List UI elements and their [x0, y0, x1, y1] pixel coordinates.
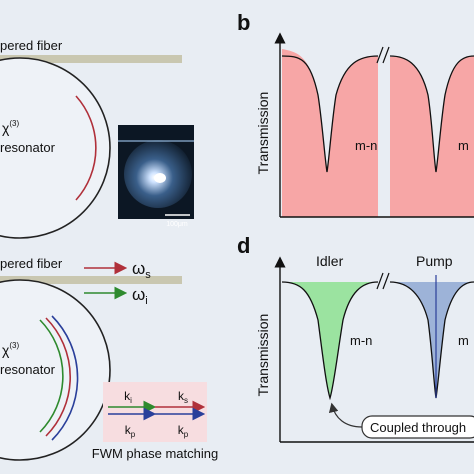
panel-d-dip2-label: m — [458, 333, 469, 348]
k-s-label: ks — [178, 389, 188, 405]
panel-b-letter: b — [237, 10, 250, 35]
panel-d-dip1-label: m-n — [350, 333, 372, 348]
mode-arc-blue — [51, 315, 79, 441]
panel-b-curve-1 — [281, 55, 379, 173]
left-bottom-panel: pered fiber ωs ωi χ(3) resonator ki ks — [0, 256, 218, 461]
panel-d: d Idler Pump Transmission m-n m Coupled … — [237, 233, 474, 443]
omega-s-label: ωs — [132, 259, 151, 281]
coupled-through-callout: Coupled through — [328, 402, 474, 439]
panel-b-fill-1 — [282, 49, 378, 217]
resonator-label-bottom: resonator — [0, 362, 56, 377]
mode-arc-red — [45, 317, 72, 437]
omega-i-label: ωi — [132, 285, 148, 307]
pump-label: Pump — [416, 253, 453, 269]
panel-d-break-2 — [382, 272, 390, 290]
tapered-fiber-top — [0, 55, 182, 63]
panel-b-curve-2 — [389, 55, 474, 173]
tapered-fiber-label-bottom: pered fiber — [0, 256, 63, 271]
panel-b-dip1-label: m-n — [355, 138, 377, 153]
idler-label: Idler — [316, 253, 344, 269]
panel-d-curve-1 — [281, 281, 379, 401]
chi3-label-bottom: χ(3) — [2, 341, 19, 358]
panel-b-break-1 — [376, 46, 384, 64]
tapered-fiber-label-top: pered fiber — [0, 38, 63, 53]
mode-arc-green — [39, 319, 64, 433]
k-p-label-right: kp — [178, 423, 189, 439]
coupled-through-label: Coupled through — [370, 420, 466, 435]
phase-matching-caption: FWM phase matching — [92, 446, 218, 461]
k-p-label-left: kp — [125, 423, 136, 439]
panel-b-ylabel: Transmission — [255, 92, 271, 175]
resonator-ring-bottom — [0, 279, 111, 461]
microresonator-photo: 100μm — [118, 125, 194, 228]
chi3-label-top: χ(3) — [2, 119, 19, 136]
panel-b: b Transmission m-n m — [237, 10, 474, 218]
k-i-label: ki — [124, 389, 132, 405]
left-top-panel: pered fiber χ(3) resonator 100μm — [0, 38, 194, 239]
resonator-label-top: resonator — [0, 140, 56, 155]
panel-d-ylabel: Transmission — [255, 314, 271, 397]
pump-fill — [390, 282, 474, 398]
mode-arc-red-top — [75, 95, 97, 201]
panel-b-break-2 — [382, 46, 390, 64]
panel-d-letter: d — [237, 233, 250, 258]
panel-b-dip2-label: m — [458, 138, 469, 153]
tapered-fiber-bottom — [0, 276, 182, 284]
idler-fill — [282, 282, 378, 398]
scale-bar-label: 100μm — [166, 221, 188, 228]
panel-d-break-1 — [376, 272, 384, 290]
phase-matching-box: ki ks kp kp — [103, 382, 207, 442]
